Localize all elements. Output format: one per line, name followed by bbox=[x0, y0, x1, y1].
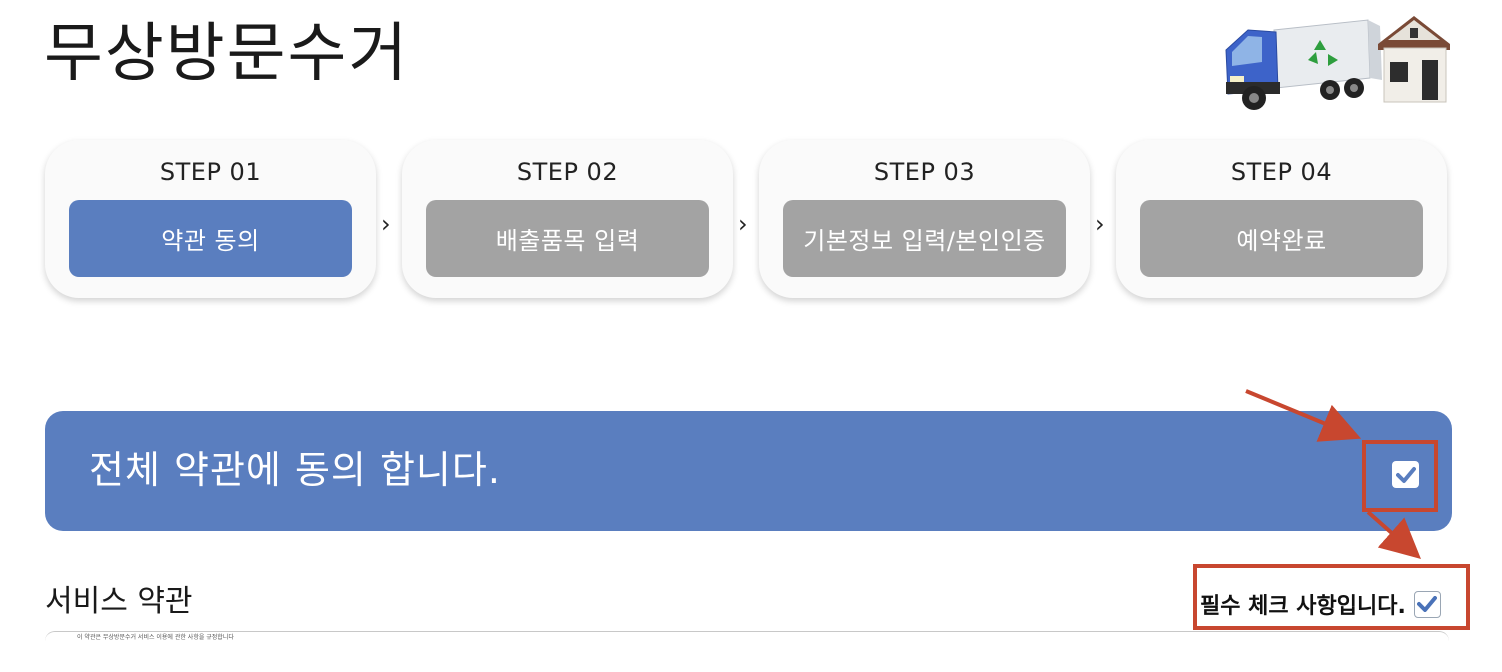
required-label: 필수 체크 사항입니다. bbox=[1200, 594, 1406, 619]
step-button-terms[interactable]: 약관 동의 bbox=[69, 200, 352, 277]
annotation-box-required bbox=[1193, 564, 1470, 630]
step-card-4: STEP 04 예약완료 bbox=[1116, 140, 1447, 298]
service-terms-title: 서비스 약관 bbox=[45, 584, 193, 619]
step-label: STEP 04 bbox=[1230, 158, 1333, 186]
service-terms-content[interactable]: 이 약관은 무상방문수거 서비스 이용에 관한 사항을 규정합니다 bbox=[45, 631, 1449, 672]
truck-house-logo bbox=[1225, 16, 1450, 110]
step-card-3: STEP 03 기본정보 입력/본인인증 bbox=[759, 140, 1090, 298]
agree-all-label: 전체 약관에 동의 합니다. bbox=[89, 448, 501, 492]
chevron-right-icon: › bbox=[1095, 210, 1105, 238]
step-label: STEP 03 bbox=[873, 158, 976, 186]
agree-all-bar[interactable]: 전체 약관에 동의 합니다. bbox=[45, 411, 1452, 531]
check-icon bbox=[1395, 466, 1416, 483]
step-card-1: STEP 01 약관 동의 bbox=[45, 140, 376, 298]
step-button-info[interactable]: 기본정보 입력/본인인증 bbox=[783, 200, 1066, 277]
step-button-items[interactable]: 배출품목 입력 bbox=[426, 200, 709, 277]
check-icon bbox=[1417, 596, 1438, 612]
agree-all-checkbox[interactable] bbox=[1392, 461, 1419, 488]
step-button-complete[interactable]: 예약완료 bbox=[1140, 200, 1423, 277]
step-progress: STEP 01 약관 동의 › STEP 02 배출품목 입력 › STEP 0… bbox=[45, 140, 1449, 298]
required-checkbox[interactable] bbox=[1413, 590, 1441, 618]
annotation-box-agree bbox=[1362, 440, 1438, 512]
step-label: STEP 02 bbox=[516, 158, 619, 186]
page-title: 무상방문수거 bbox=[44, 17, 410, 91]
step-label: STEP 01 bbox=[159, 158, 262, 186]
step-card-2: STEP 02 배출품목 입력 bbox=[402, 140, 733, 298]
service-terms-preview: 이 약관은 무상방문수거 서비스 이용에 관한 사항을 규정합니다 bbox=[77, 634, 234, 641]
required-check-row: 필수 체크 사항입니다. bbox=[1200, 588, 1441, 620]
chevron-right-icon: › bbox=[738, 210, 748, 238]
chevron-right-icon: › bbox=[381, 210, 391, 238]
